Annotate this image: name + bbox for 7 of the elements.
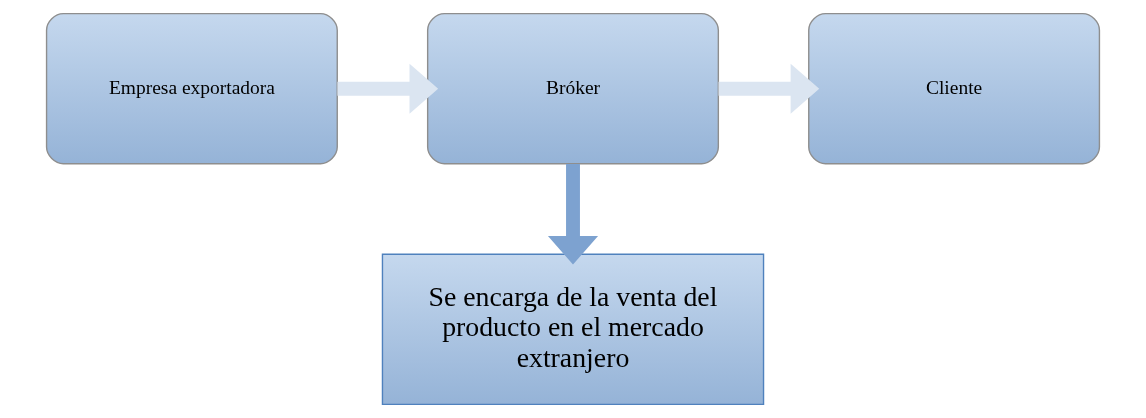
arrow: [547, 164, 599, 265]
node-box: Se encarga de la venta del producto en el mercado extranjero: [381, 253, 765, 406]
node-box: Cliente: [808, 12, 1101, 165]
arrow: [337, 63, 439, 114]
node-box: Empresa exportadora: [45, 12, 338, 165]
node-box: Bróker: [426, 12, 720, 165]
arrow: [718, 63, 820, 114]
